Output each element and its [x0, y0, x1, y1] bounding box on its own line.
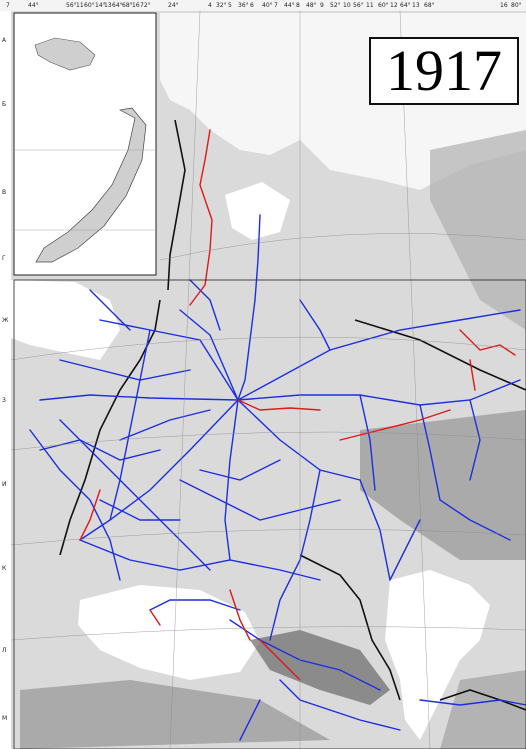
scale-label: 80°	[511, 2, 522, 9]
year-label-box: 1917	[369, 37, 519, 105]
main-map-frame	[13, 279, 526, 749]
scale-label: 64°	[400, 2, 411, 9]
scale-label: 68°	[424, 2, 435, 9]
scale-label: 16	[500, 2, 508, 9]
scale-label: 10	[343, 2, 351, 9]
scale-label: 60°	[378, 2, 389, 9]
scale-label: 13	[412, 2, 420, 9]
scale-label: 5	[228, 2, 232, 9]
scale-label: 60°	[84, 2, 95, 9]
year-label: 1917	[386, 38, 502, 103]
scale-label: 56°	[353, 2, 364, 9]
black-sea	[78, 585, 260, 680]
scale-label: 8	[296, 2, 300, 9]
scale-letter: З	[2, 397, 6, 404]
scale-label: 9	[320, 2, 324, 9]
scale-label: 44°	[284, 2, 295, 9]
scale-label: 7	[6, 2, 10, 9]
franz-josef-land	[34, 37, 96, 71]
scale-label: 64°	[112, 2, 123, 9]
scale-letter: Л	[2, 647, 7, 654]
scale-letter: Г	[2, 255, 6, 262]
scale-label: 68°	[122, 2, 133, 9]
novaya-zemlya	[35, 107, 147, 263]
scale-label: 11	[366, 2, 374, 9]
scale-label: 24°	[168, 2, 179, 9]
white-sea	[225, 182, 290, 240]
scale-label: 4	[208, 2, 212, 9]
scale-label: 72°	[140, 2, 151, 9]
scale-label: 36°	[238, 2, 249, 9]
scale-letter: М	[2, 715, 8, 722]
scale-label: 44°	[28, 2, 39, 9]
scale-label: 13	[104, 2, 112, 9]
baltic-sea	[11, 280, 120, 360]
graticule	[10, 10, 526, 749]
scale-label: 6	[250, 2, 254, 9]
top-graticule-scale: 7 44° 56° 11 60° 14° 13 64° 68° 16 72° 2…	[0, 0, 526, 11]
scale-label: 7	[274, 2, 278, 9]
state-border	[59, 119, 526, 711]
relief	[20, 130, 526, 749]
scale-label: 48°	[306, 2, 317, 9]
caspian-sea	[385, 570, 490, 740]
scale-letter: А	[2, 37, 7, 44]
scale-letter: Ж	[2, 317, 9, 324]
inset-map	[13, 12, 157, 276]
scale-label: 16	[132, 2, 140, 9]
scale-label: 52°	[330, 2, 341, 9]
scale-label: 32°	[216, 2, 227, 9]
scale-letter: И	[2, 481, 7, 488]
scale-letter: К	[2, 565, 7, 572]
scale-label: 12	[390, 2, 398, 9]
scale-letter: Б	[2, 101, 7, 108]
scale-label: 40°	[262, 2, 273, 9]
seas	[11, 13, 526, 740]
railway-network-red	[79, 129, 516, 681]
scale-label: 11	[76, 2, 84, 9]
scale-letter: В	[2, 189, 7, 196]
scale-label: 56°	[66, 2, 77, 9]
scale-label: 14°	[95, 2, 106, 9]
